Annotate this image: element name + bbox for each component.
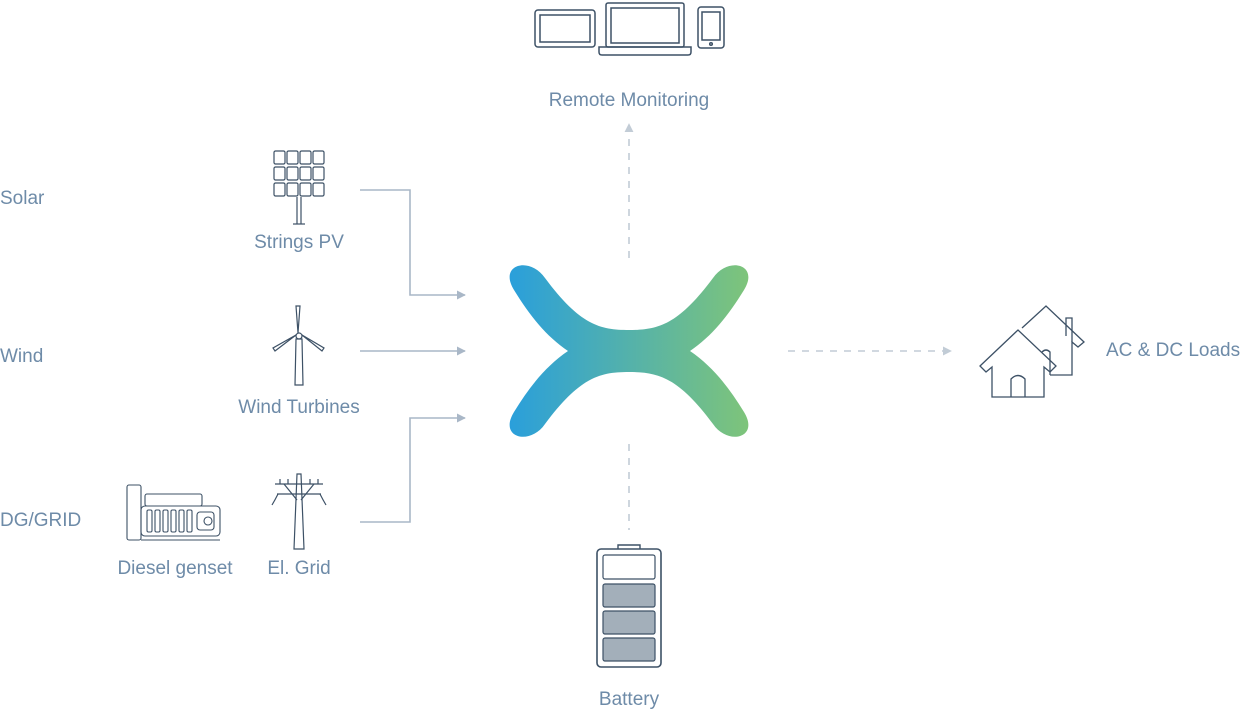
grid-connector [360, 413, 466, 523]
label-diesel-genset: Diesel genset [117, 558, 233, 579]
input-connectors [360, 189, 466, 523]
devices-icon [534, 2, 725, 56]
label-wind-turbines: Wind Turbines [238, 397, 360, 418]
diesel-genset-icon [126, 484, 221, 541]
label-battery: Battery [598, 689, 660, 710]
category-wind: Wind [0, 346, 44, 367]
label-strings-pv: Strings PV [254, 232, 344, 253]
wind-turbine-icon [272, 305, 325, 386]
battery-icon [596, 544, 662, 668]
solar-panel-icon [273, 150, 325, 225]
label-ac-dc-loads: AC & DC Loads [1106, 340, 1241, 361]
houses-icon [979, 305, 1085, 398]
solar-connector [360, 189, 466, 300]
power-pole-icon [271, 473, 327, 550]
hub-logo [509, 265, 749, 437]
label-remote-monitoring: Remote Monitoring [548, 90, 710, 111]
label-el-grid: El. Grid [267, 558, 331, 579]
output-connectors [624, 123, 952, 530]
category-dg-grid: DG/GRID [0, 510, 82, 531]
category-solar: Solar [0, 188, 45, 209]
